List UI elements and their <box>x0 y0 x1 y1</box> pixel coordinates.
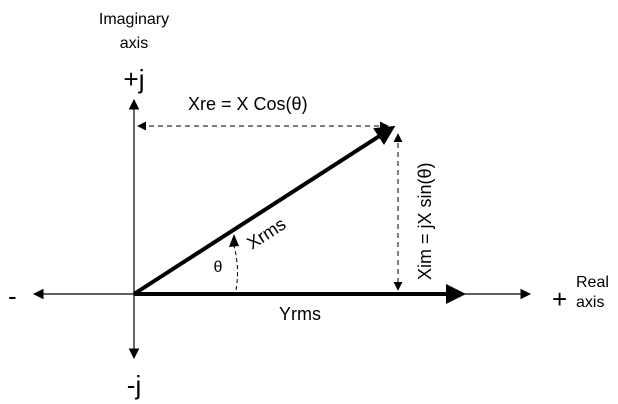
theta-label: θ <box>214 259 223 276</box>
theta-arc-arrowhead <box>229 234 239 247</box>
xrms-phasor <box>132 125 396 296</box>
plus-j-label: +j <box>124 64 145 94</box>
xim-label: Xim = jX sin(θ) <box>415 162 435 280</box>
imaginary-axis-label-line2: axis <box>120 35 148 52</box>
minus-label: - <box>8 281 17 311</box>
plus-label: + <box>552 284 567 314</box>
yrms-label: Yrms <box>279 304 321 324</box>
imaginary-axis-label-line1: Imaginary <box>99 11 169 28</box>
xre-label: Xre = X Cos(θ) <box>188 94 308 114</box>
real-axis-label-line1: Real <box>576 274 609 291</box>
real-axis-label-line2: axis <box>576 294 604 311</box>
theta-arc <box>233 245 238 291</box>
minus-j-label: -j <box>127 370 141 400</box>
